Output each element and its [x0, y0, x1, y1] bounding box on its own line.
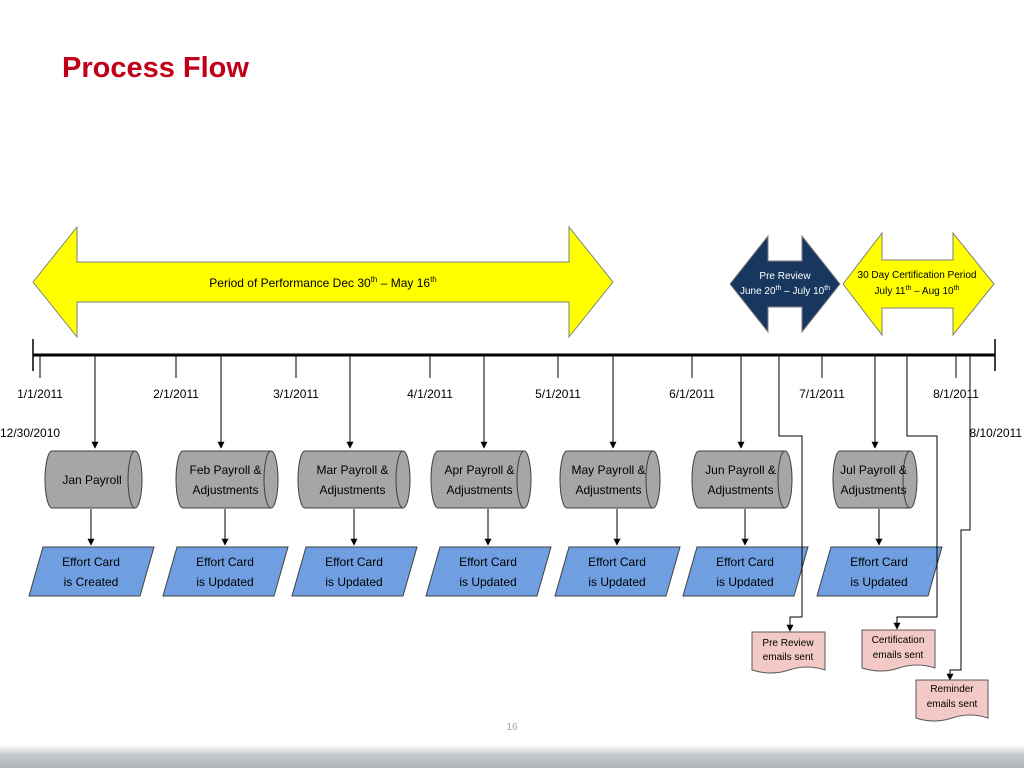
email-connectors [778, 355, 971, 681]
effort-card: Effort Card is Updated [816, 546, 943, 597]
pre-review-arrow: Pre Review June 20th – July 10th [729, 234, 841, 334]
effort-card-line2: is Updated [850, 575, 907, 589]
certification-label-line2: July 11th – Aug 10th [875, 285, 960, 297]
drop-arrows [87, 355, 883, 546]
page-title: Process Flow [62, 52, 249, 84]
effort-card-line1: Effort Card [716, 555, 774, 569]
effort-card-line2: is Updated [459, 575, 516, 589]
certification-label-line1: 30 Day Certification Period [858, 270, 977, 281]
page-number: 16 [506, 722, 518, 733]
email-certification: Certification emails sent [861, 629, 936, 672]
email-pre-review: Pre Review emails sent [751, 631, 826, 674]
payroll-label-line1: Feb Payroll & [189, 463, 261, 477]
effort-card-line2: is Updated [588, 575, 645, 589]
email-pre-review-line2: emails sent [763, 652, 814, 663]
timeline-date-label: 6/1/2011 [669, 387, 715, 401]
timeline-axis: 1/1/2011 2/1/2011 3/1/2011 4/1/2011 5/1/2011… [0, 339, 1022, 440]
email-reminder-line1: Reminder [930, 684, 974, 695]
timeline-date-label: 8/1/2011 [933, 387, 979, 401]
effort-card-group: Effort Card is Created Effort Card is Updat… [28, 546, 943, 597]
end-date-label: 8/10/2011 [970, 426, 1023, 440]
email-pre-review-line1: Pre Review [762, 638, 814, 649]
payroll-cylinder: Feb Payroll & Adjustments [175, 450, 279, 509]
email-certification-line1: Certification [872, 635, 925, 646]
effort-card-line1: Effort Card [196, 555, 254, 569]
footer-bar [0, 745, 1024, 768]
payroll-label-line2: Adjustments [446, 483, 512, 497]
effort-card: Effort Card is Updated [554, 546, 681, 597]
period-of-performance-arrow: Period of Performance Dec 30th – May 16t… [32, 225, 614, 339]
effort-card-line1: Effort Card [325, 555, 383, 569]
timeline-date-label: 4/1/2011 [407, 387, 453, 401]
effort-card: Effort Card is Updated [682, 546, 809, 597]
email-reminder-line2: emails sent [927, 699, 978, 710]
payroll-label-line1: May Payroll & [571, 463, 645, 477]
effort-card-line1: Effort Card [588, 555, 646, 569]
payroll-cylinder: Mar Payroll & Adjustments [297, 450, 411, 509]
payroll-cylinder: Jun Payroll & Adjustments [691, 450, 793, 509]
effort-card-line2: is Updated [196, 575, 253, 589]
effort-card-line1: Effort Card [850, 555, 908, 569]
email-reminder: Reminder emails sent [915, 679, 989, 722]
pre-review-label-line2: June 20th – July 10th [740, 285, 830, 297]
pre-review-label-line1: Pre Review [759, 271, 811, 282]
effort-card: Effort Card is Updated [291, 546, 418, 597]
effort-card-line1: Effort Card [62, 555, 120, 569]
timeline-date-label: 5/1/2011 [535, 387, 581, 401]
effort-card-line2: is Created [64, 575, 119, 589]
effort-card-line2: is Updated [325, 575, 382, 589]
payroll-label-line1: Jul Payroll & [840, 463, 907, 477]
effort-card: Effort Card is Updated [425, 546, 552, 597]
payroll-cylinder: May Payroll & Adjustments [559, 450, 661, 509]
effort-card-line2: is Updated [716, 575, 773, 589]
payroll-label-line1: Mar Payroll & [316, 463, 388, 477]
effort-card-line1: Effort Card [459, 555, 517, 569]
payroll-cylinder: Apr Payroll & Adjustments [430, 450, 532, 509]
certification-period-arrow: 30 Day Certification Period July 11th – … [842, 231, 995, 337]
payroll-label-line2: Adjustments [192, 483, 258, 497]
payroll-label-line1: Apr Payroll & [444, 463, 514, 477]
timeline-date-label: 3/1/2011 [273, 387, 319, 401]
timeline-date-label: 1/1/2011 [17, 387, 63, 401]
payroll-label-line2: Adjustments [575, 483, 641, 497]
timeline-date-label: 2/1/2011 [153, 387, 199, 401]
start-date-label: 12/30/2010 [0, 426, 60, 440]
timeline-date-label: 7/1/2011 [799, 387, 845, 401]
payroll-label-line2: Adjustments [840, 483, 906, 497]
period-of-performance-label: Period of Performance Dec 30th – May 16t… [209, 275, 436, 290]
payroll-cylinder: Jan Payroll [44, 450, 143, 509]
payroll-label-line2: Adjustments [319, 483, 385, 497]
effort-card: Effort Card is Updated [162, 546, 289, 597]
effort-card: Effort Card is Created [28, 546, 155, 597]
payroll-label-line1: Jun Payroll & [705, 463, 776, 477]
payroll-cylinder: Jul Payroll & Adjustments [832, 450, 918, 509]
payroll-label-line2: Adjustments [707, 483, 773, 497]
payroll-label-line1: Jan Payroll [62, 473, 121, 487]
email-certification-line2: emails sent [873, 650, 924, 661]
